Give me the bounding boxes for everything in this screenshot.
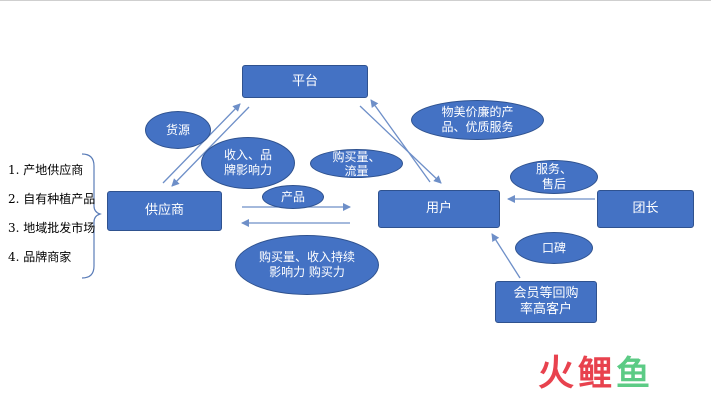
supplier-type-item: 3. 地域批发市场 — [8, 221, 96, 235]
node-member: 会员等回购率高客户 — [495, 281, 597, 323]
node-supplier: 供应商 — [107, 191, 222, 231]
label-income-brand: 收入、品牌影响力 — [201, 137, 295, 189]
arrow-member-to-user — [491, 233, 521, 279]
supplier-type-item: 2. 自有种植产品 — [8, 192, 96, 206]
node-leader: 团长 — [597, 190, 694, 228]
arrow-platform-to-user — [359, 105, 442, 184]
arrow-user-to-platform — [370, 99, 431, 183]
watermark-logo: 火 鲤 鱼 — [538, 353, 651, 395]
label-reputation: 口碑 — [515, 232, 593, 264]
label-bottom-flow: 购买量、收入持续影响力 购买力 — [235, 235, 379, 295]
node-user: 用户 — [378, 190, 500, 228]
supplier-types-list: 1. 产地供应商 2. 自有种植产品 3. 地域批发市场 4. 品牌商家 — [8, 156, 95, 272]
node-platform: 平台 — [242, 65, 368, 98]
watermark-char-1: 火 — [538, 353, 575, 394]
label-purchase-traffic: 购买量、流量 — [310, 149, 403, 178]
arrow-supplier-to-platform — [162, 103, 241, 184]
label-product: 产品 — [262, 185, 324, 209]
supplier-types-brace — [81, 153, 102, 279]
label-service: 服务、售后 — [510, 160, 598, 194]
supplier-type-item: 4. 品牌商家 — [8, 250, 72, 264]
supplier-type-item: 1. 产地供应商 — [8, 163, 84, 177]
top-border-line — [0, 0, 711, 1]
watermark-char-3: 鱼 — [616, 354, 651, 394]
label-quality: 物美价廉的产品、优质服务 — [411, 100, 544, 140]
label-goods: 货源 — [145, 111, 211, 149]
watermark-char-2: 鲤 — [578, 354, 613, 394]
